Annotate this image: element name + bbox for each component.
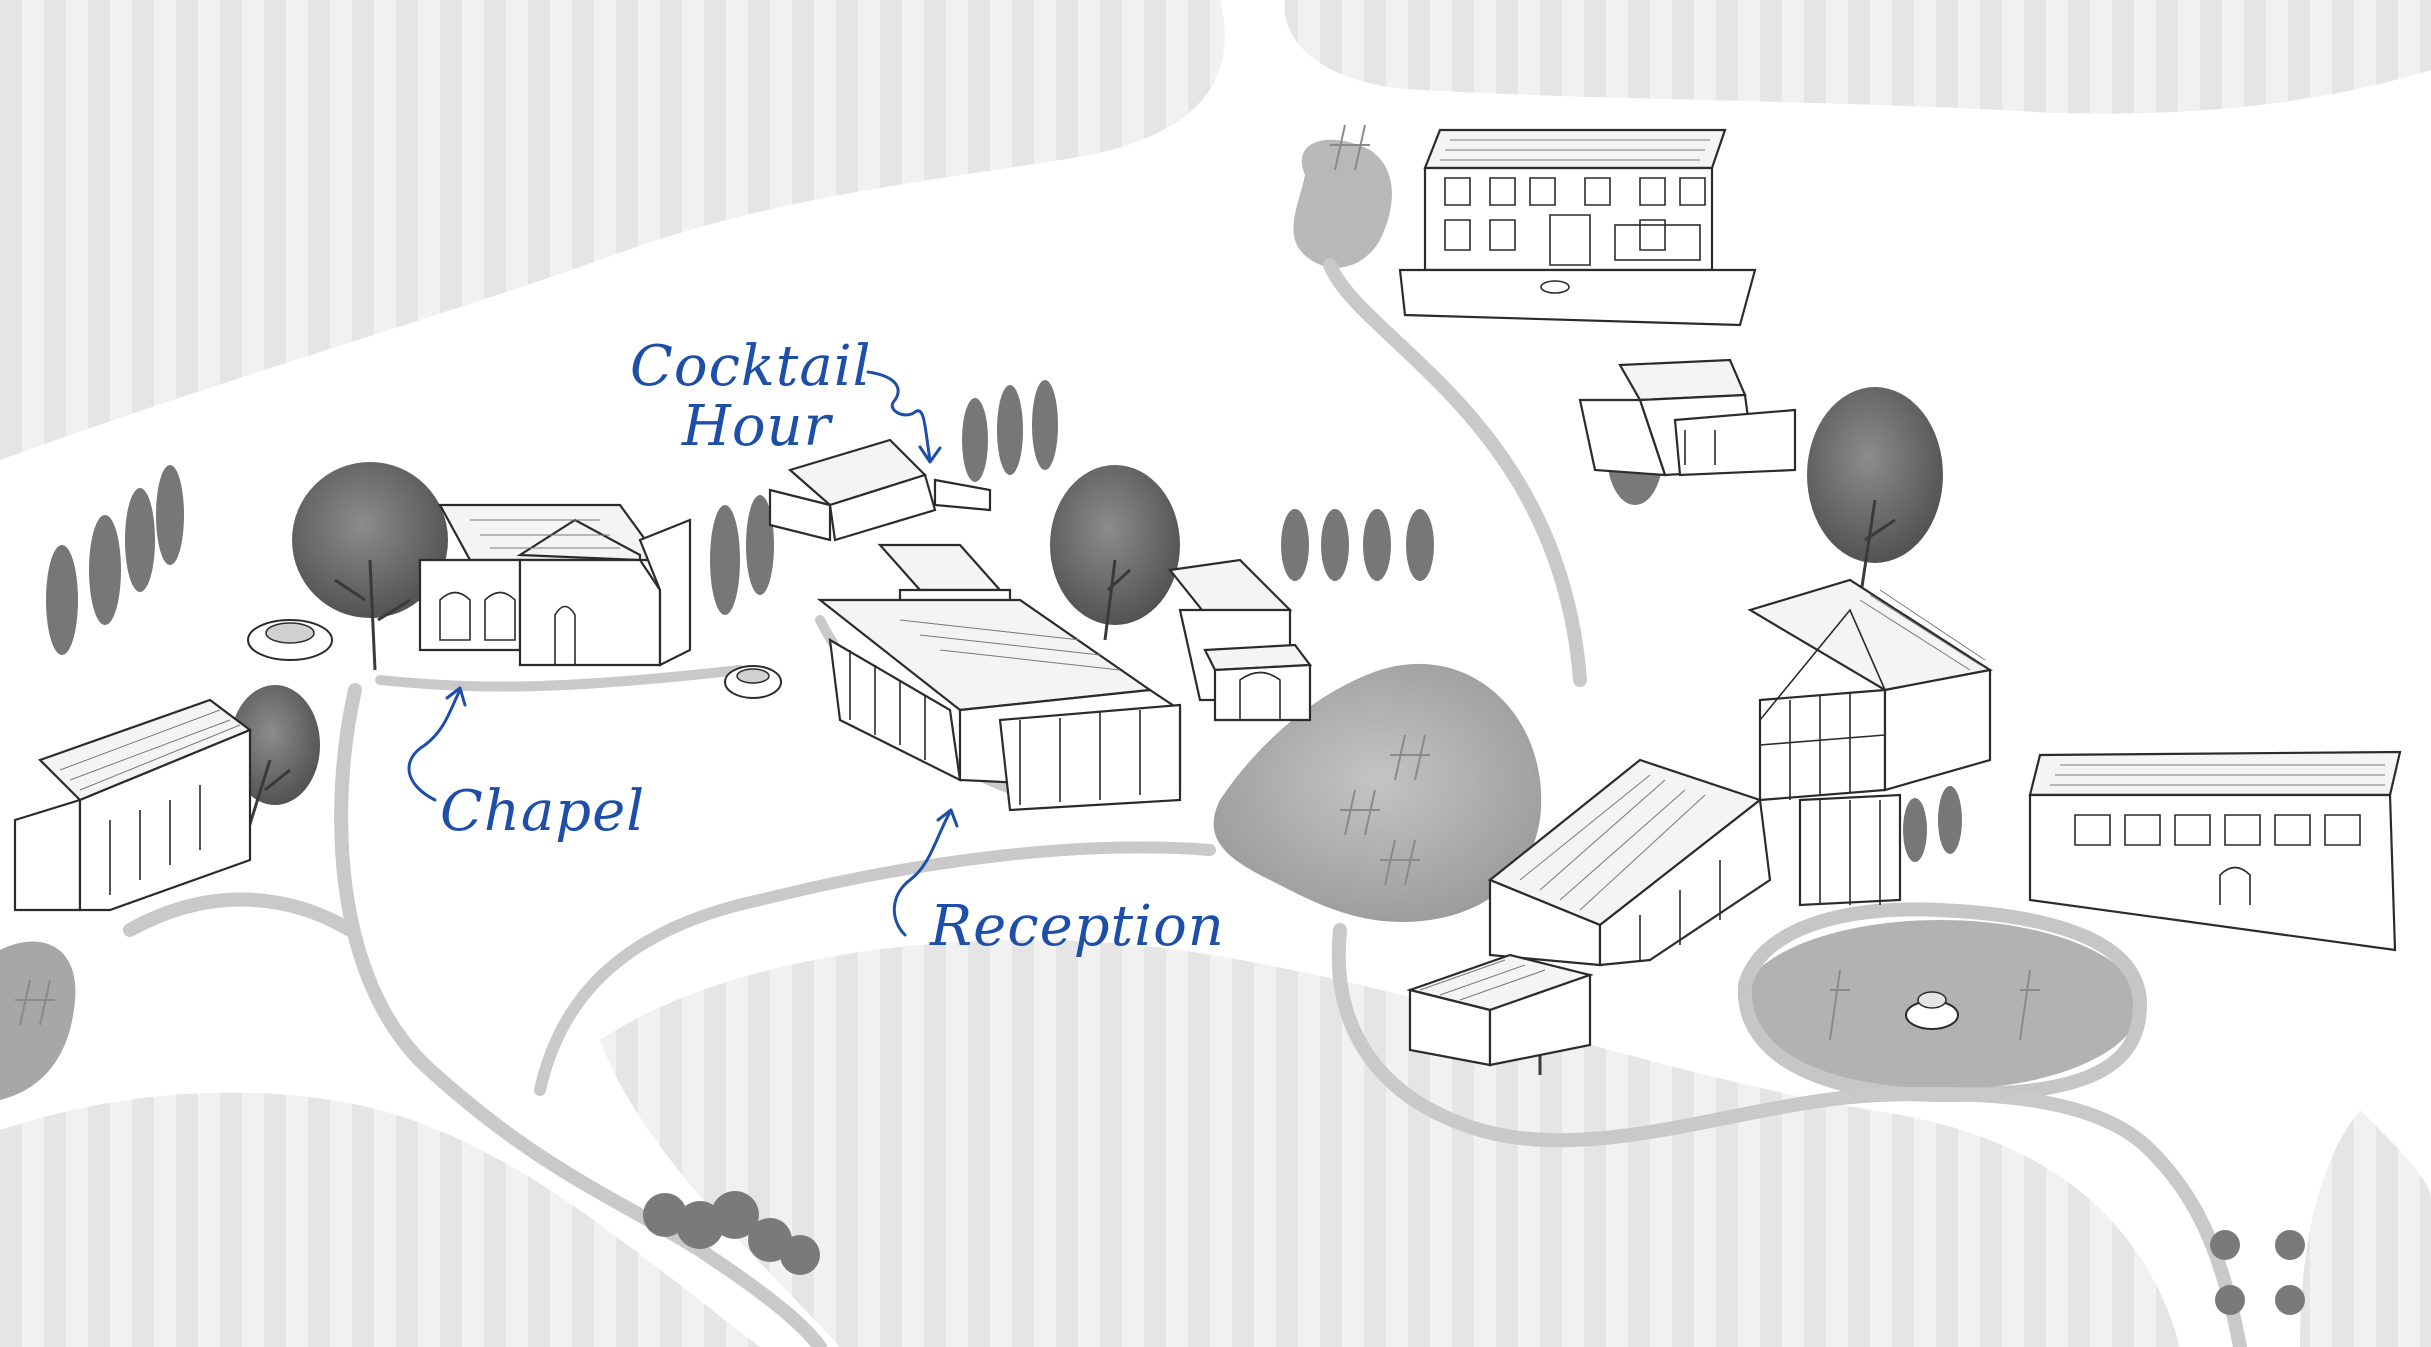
cypress-icon <box>746 495 774 595</box>
label-cocktail-line2[interactable]: Hour <box>681 394 834 459</box>
label-cocktail-line1[interactable]: Cocktail <box>630 334 872 399</box>
hand-drawn-arrow-icon <box>407 688 462 802</box>
cypress-icon <box>1321 509 1349 581</box>
cypress-icon <box>997 385 1023 475</box>
hand-drawn-arrow-icon <box>936 808 959 828</box>
label-arrows <box>407 370 959 937</box>
building-reception <box>816 543 1182 812</box>
hand-drawn-arrow-icon <box>445 686 467 707</box>
cypress-icon <box>89 515 121 625</box>
building-chapel <box>418 503 692 667</box>
fountain-icon <box>724 665 782 699</box>
cypress-icon <box>1938 786 1962 854</box>
pond-left <box>0 941 76 1100</box>
cypress-icon <box>710 505 740 615</box>
cypress-icon <box>125 488 155 592</box>
cypress-icon <box>1281 509 1309 581</box>
field-top-right <box>1284 0 2431 114</box>
tree-icon <box>1050 465 1180 641</box>
cypress-icon <box>156 465 184 565</box>
building-annex <box>1167 558 1313 722</box>
building-shed <box>1406 953 1594 1067</box>
cross-marks <box>15 124 2040 1041</box>
label-reception[interactable]: Reception <box>929 894 1225 959</box>
field-bottom-center <box>600 940 2180 1347</box>
building-right-hall <box>2028 750 2402 952</box>
pond-top <box>1293 139 1392 268</box>
hand-drawn-arrow-icon <box>866 370 932 462</box>
building-manor-house <box>1398 128 1757 327</box>
label-chapel[interactable]: Chapel <box>440 779 645 844</box>
tree-icon <box>292 462 448 671</box>
building-cocktail-hour <box>768 438 992 542</box>
fountain-icon <box>1905 991 1959 1030</box>
cypress-icon <box>962 398 988 482</box>
cypress-row-cocktail <box>710 380 1058 615</box>
tree-icon <box>1807 387 1943 601</box>
building-guest-house <box>1578 358 1797 477</box>
map-labels: Cocktail Hour Chapel Reception <box>440 334 1225 959</box>
pond-right-rim <box>1737 902 2148 1103</box>
cypress-row-center <box>1281 509 1434 581</box>
building-left-barn <box>13 698 253 912</box>
field-bottom-left <box>0 1092 760 1347</box>
cypress-icon <box>1032 380 1058 470</box>
fountain-icon <box>247 619 333 661</box>
hand-drawn-arrow-icon <box>918 445 942 464</box>
pond-center <box>1213 663 1542 922</box>
cypress-row-right <box>1903 786 1962 862</box>
cypress-icon <box>1363 509 1391 581</box>
field-top-left <box>0 0 1225 460</box>
cypress-icon <box>1406 509 1434 581</box>
cypress-icon <box>46 545 78 655</box>
hand-drawn-arrow-icon <box>892 810 952 937</box>
building-long-barn <box>1487 758 1772 967</box>
buildings <box>13 128 2402 1067</box>
building-tudor-barn <box>1747 578 1993 907</box>
tree-cluster-bottom <box>643 1191 2305 1315</box>
field-right-edge <box>2300 1110 2431 1347</box>
cypress-row-left <box>46 465 184 655</box>
cypress-icon <box>1903 798 1927 862</box>
